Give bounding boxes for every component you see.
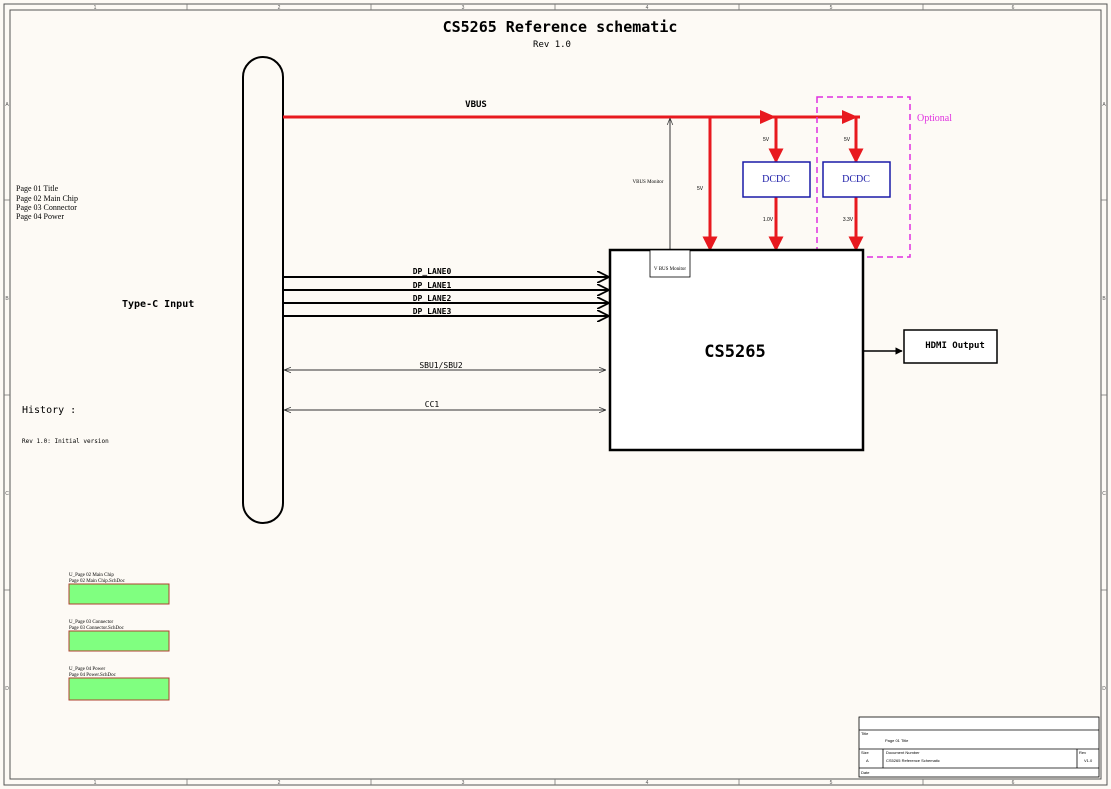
- sheet-symbol-power[interactable]: U_Page 04 Power Page 04 Power.SchDoc: [68, 667, 170, 701]
- cc-label: CC1: [425, 400, 440, 409]
- page-list-item-4: Page 04 Power: [16, 212, 64, 221]
- dcdc-block-1-label: DCDC: [762, 174, 790, 185]
- sbu-label: SBU1/SBU2: [419, 361, 463, 370]
- sheet-symbol-main-chip-filename: Page 02 Main Chip.SchDoc: [69, 579, 126, 584]
- border-row-c-left: C: [5, 491, 9, 497]
- history-heading: History :: [22, 405, 76, 416]
- dcdc-block-2-output: 3.3V: [843, 217, 854, 223]
- sheet-symbol-power-filename: Page 04 Power.SchDoc: [69, 673, 117, 678]
- dcdc-block-1-input: 5V: [763, 137, 770, 143]
- vbus-branch-arrow-1: [760, 110, 776, 124]
- vbus-label: VBUS: [465, 100, 487, 110]
- border-col-5-bottom: 5: [830, 780, 833, 786]
- cs5265-chip-label: CS5265: [704, 342, 765, 362]
- border-col-2-bottom: 2: [278, 780, 281, 786]
- border-col-3-top: 3: [462, 5, 465, 11]
- dcdc-block-2-label: DCDC: [842, 174, 870, 185]
- dcdc-block-2: [822, 161, 891, 198]
- title-block-doc-label: Document Number: [886, 750, 920, 755]
- dp-lane-1-label: DP_LANE1: [413, 281, 452, 290]
- sheet-symbol-connector-designator: U_Page 03 Connector: [69, 620, 113, 625]
- vbus-5v-label: 5V: [697, 186, 704, 192]
- dcdc-block-1-output: 1.0V: [763, 217, 774, 223]
- border-col-4-top: 4: [646, 5, 649, 11]
- vbus-monitor-pin-label: V BUS Monitor: [654, 267, 686, 272]
- hdmi-output-label: HDMI Output: [925, 341, 985, 351]
- page-list-item-1: Page 01 Title: [16, 184, 59, 193]
- dcdc-block-2-input: 5V: [844, 137, 851, 143]
- border-row-a-left: A: [5, 102, 9, 108]
- border-row-d-right: D: [1102, 686, 1106, 692]
- sheet-border: 1 2 3 4 5 6 1 2 3 4 5 6 A B C D A B C D: [3, 3, 1108, 786]
- vbus-monitor-pin: [649, 249, 691, 278]
- title-block-rev-value: V1.0: [1084, 758, 1093, 763]
- hdmi-output-block: [903, 329, 998, 364]
- border-col-2-top: 2: [278, 5, 281, 11]
- border-row-b-left: B: [5, 296, 9, 302]
- page-list-item-3: Page 03 Connector: [16, 203, 77, 212]
- border-col-1-top: 1: [94, 5, 97, 11]
- border-row-b-right: B: [1102, 296, 1106, 302]
- border-col-4-bottom: 4: [646, 780, 649, 786]
- schematic-revision: Rev 1.0: [533, 40, 571, 50]
- title-block-rev-label: Rev: [1079, 750, 1086, 755]
- title-block: [858, 716, 1100, 778]
- border-row-d-left: D: [5, 686, 9, 692]
- sheet-symbol-power-designator: U_Page 04 Power: [69, 667, 105, 672]
- history-entry-1: Rev 1.0: Initial version: [22, 438, 109, 445]
- title-block-size-label: Size: [861, 750, 870, 755]
- dcdc-block-1: [742, 161, 811, 198]
- title-block-title-label: Title: [861, 731, 869, 736]
- page-list-item-2: Page 02 Main Chip: [16, 194, 78, 203]
- border-row-a-right: A: [1102, 102, 1106, 108]
- border-col-6-top: 6: [1012, 5, 1015, 11]
- sheet-symbol-main-chip-designator: U_Page 02 Main Chip: [69, 573, 114, 578]
- sheet-symbol-connector[interactable]: U_Page 03 Connector Page 03 Connector.Sc…: [68, 620, 170, 652]
- schematic-title: CS5265 Reference schematic: [443, 18, 678, 36]
- cs5265-chip: [608, 248, 865, 452]
- title-block-size-value: A: [866, 758, 869, 763]
- vbus-branch-arrow-2: [842, 110, 858, 124]
- title-block-title-value: Page 01 Title: [885, 738, 909, 743]
- border-row-c-right: C: [1102, 491, 1106, 497]
- sheet-symbol-connector-filename: Page 03 Connector.SchDoc: [69, 626, 125, 631]
- optional-outline: [816, 96, 911, 258]
- border-col-6-bottom: 6: [1012, 780, 1015, 786]
- type-c-label: Type-C Input: [122, 299, 194, 310]
- sheet-symbol-main-chip[interactable]: U_Page 02 Main Chip Page 02 Main Chip.Sc…: [68, 573, 170, 605]
- optional-label: Optional: [917, 113, 952, 124]
- dp-lane-0-label: DP_LANE0: [413, 267, 452, 276]
- dp-lane-3-label: DP_LANE3: [413, 307, 452, 316]
- border-col-1-bottom: 1: [94, 780, 97, 786]
- border-col-5-top: 5: [830, 5, 833, 11]
- dp-lanes: [283, 277, 609, 316]
- title-block-doc-value: CS5265 Reference Schematic: [886, 758, 940, 763]
- title-block-date-label: Date: [861, 770, 870, 775]
- vbus-monitor-label: VBUS Monitor: [633, 180, 664, 185]
- border-col-3-bottom: 3: [462, 780, 465, 786]
- dp-lane-2-label: DP_LANE2: [413, 294, 452, 303]
